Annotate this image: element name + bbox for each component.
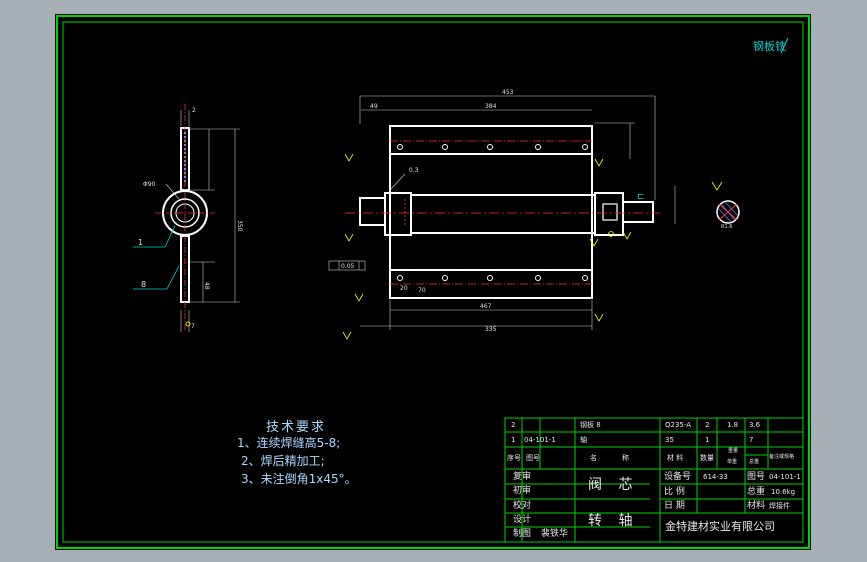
material-value: 焊接件 — [769, 502, 790, 510]
stamp-text: 钢板铣 — [753, 39, 786, 53]
leader-8: 8 — [141, 280, 146, 289]
part1-seq: 1 — [511, 436, 516, 444]
header-code: 图号 — [526, 454, 540, 462]
date-label: 日 期 — [664, 501, 685, 511]
part1-name: 轴 — [580, 436, 587, 444]
header-weight-unit: 重量 — [728, 448, 739, 454]
leader-1: 1 — [138, 238, 143, 247]
header-single: 单重 — [727, 459, 738, 465]
drawing-label: 图号 — [747, 472, 766, 482]
header-seq: 序号 — [507, 454, 521, 462]
dim-bottom-pitch: 467 — [480, 303, 492, 310]
header-note: 备注或规格 — [769, 454, 795, 460]
part1-weight2: 7 — [749, 436, 754, 444]
device-value: 614-33 — [703, 473, 728, 481]
part1-material: 35 — [665, 436, 674, 444]
drafter-name: 裴铁华 — [541, 529, 569, 539]
detail-view: R1.6 — [711, 181, 740, 230]
part2-name: 钢板 8 — [580, 421, 601, 429]
header-total: 总重 — [749, 459, 760, 465]
header-material: 材 料 — [667, 454, 684, 462]
role-design: 设计 — [513, 515, 532, 525]
header-name1: 名 — [590, 454, 597, 462]
company-name: 金特建材实业有限公司 — [665, 520, 775, 533]
header-qty: 数量 — [700, 454, 714, 462]
cad-drawing: 钢板铣 2 350 48 — [56, 15, 810, 549]
part2-seq: 2 — [511, 421, 516, 429]
svg-text:⊏: ⊏ — [637, 192, 645, 202]
part1-qty: 1 — [705, 436, 710, 444]
dim-thk-top: 2 — [192, 107, 196, 114]
main-view: 453 49 384 467 335 20 70 ⊏ 0.05 0.3 — [328, 89, 676, 340]
part2-weight1: 1.8 — [727, 421, 739, 429]
dim-top-width: 384 — [485, 103, 497, 110]
total-label: 总重 — [747, 487, 766, 497]
role-initial: 初审 — [513, 486, 532, 496]
part1-code: 04-101-1 — [524, 436, 556, 444]
outer-frame — [56, 15, 810, 549]
scale-label: 比 例 — [664, 487, 685, 497]
flatness-value: 0.3 — [409, 167, 419, 174]
tol-value: 0.05 — [341, 263, 355, 270]
inner-frame — [62, 21, 804, 543]
title-block-grid — [504, 417, 804, 543]
part2-weight2: 3.6 — [749, 421, 761, 429]
device-label: 设备号 — [664, 472, 692, 482]
role-check: 校对 — [513, 501, 532, 511]
dim-bottom-total: 335 — [485, 326, 497, 333]
header-name2: 称 — [622, 454, 629, 462]
total-value: 10.6kg — [771, 488, 796, 496]
part2-qty: 2 — [705, 421, 710, 429]
drawing-value: 04-101-1 — [769, 473, 801, 481]
part2-material: Q235-A — [665, 421, 692, 429]
dim-overall-length: 453 — [502, 89, 514, 96]
dim-side-small: 48 — [203, 282, 210, 290]
part-name-top: 阀 芯 — [588, 477, 639, 493]
material-label: 材料 — [747, 501, 766, 511]
tech-req-item-2: 2、焊后精加工; — [241, 454, 325, 468]
note-r: R1.6 — [721, 224, 732, 230]
tech-req-item-1: 1、连续焊缝高5-8; — [237, 436, 341, 450]
side-view: 2 350 48 Φ90 7 1 8 — [133, 104, 243, 332]
dim-side-height: 350 — [236, 220, 243, 232]
tech-req-title: 技术要求 — [266, 420, 327, 435]
tech-req-item-3: 3、未注倒角1x45°。 — [241, 472, 357, 486]
dim-side-dia: Φ90 — [143, 181, 156, 188]
role-review: 复审 — [513, 472, 532, 482]
dim-left-end: 20 — [400, 285, 408, 292]
dim-thk-bottom: 7 — [191, 323, 195, 330]
dim-left-offset: 49 — [370, 103, 378, 110]
drawing-sheet: 钢板铣 2 350 48 — [55, 14, 811, 550]
part-name-bottom: 转 轴 — [588, 513, 639, 529]
dim-end-len: 70 — [418, 287, 426, 294]
role-drafter: 制图 — [513, 529, 532, 539]
